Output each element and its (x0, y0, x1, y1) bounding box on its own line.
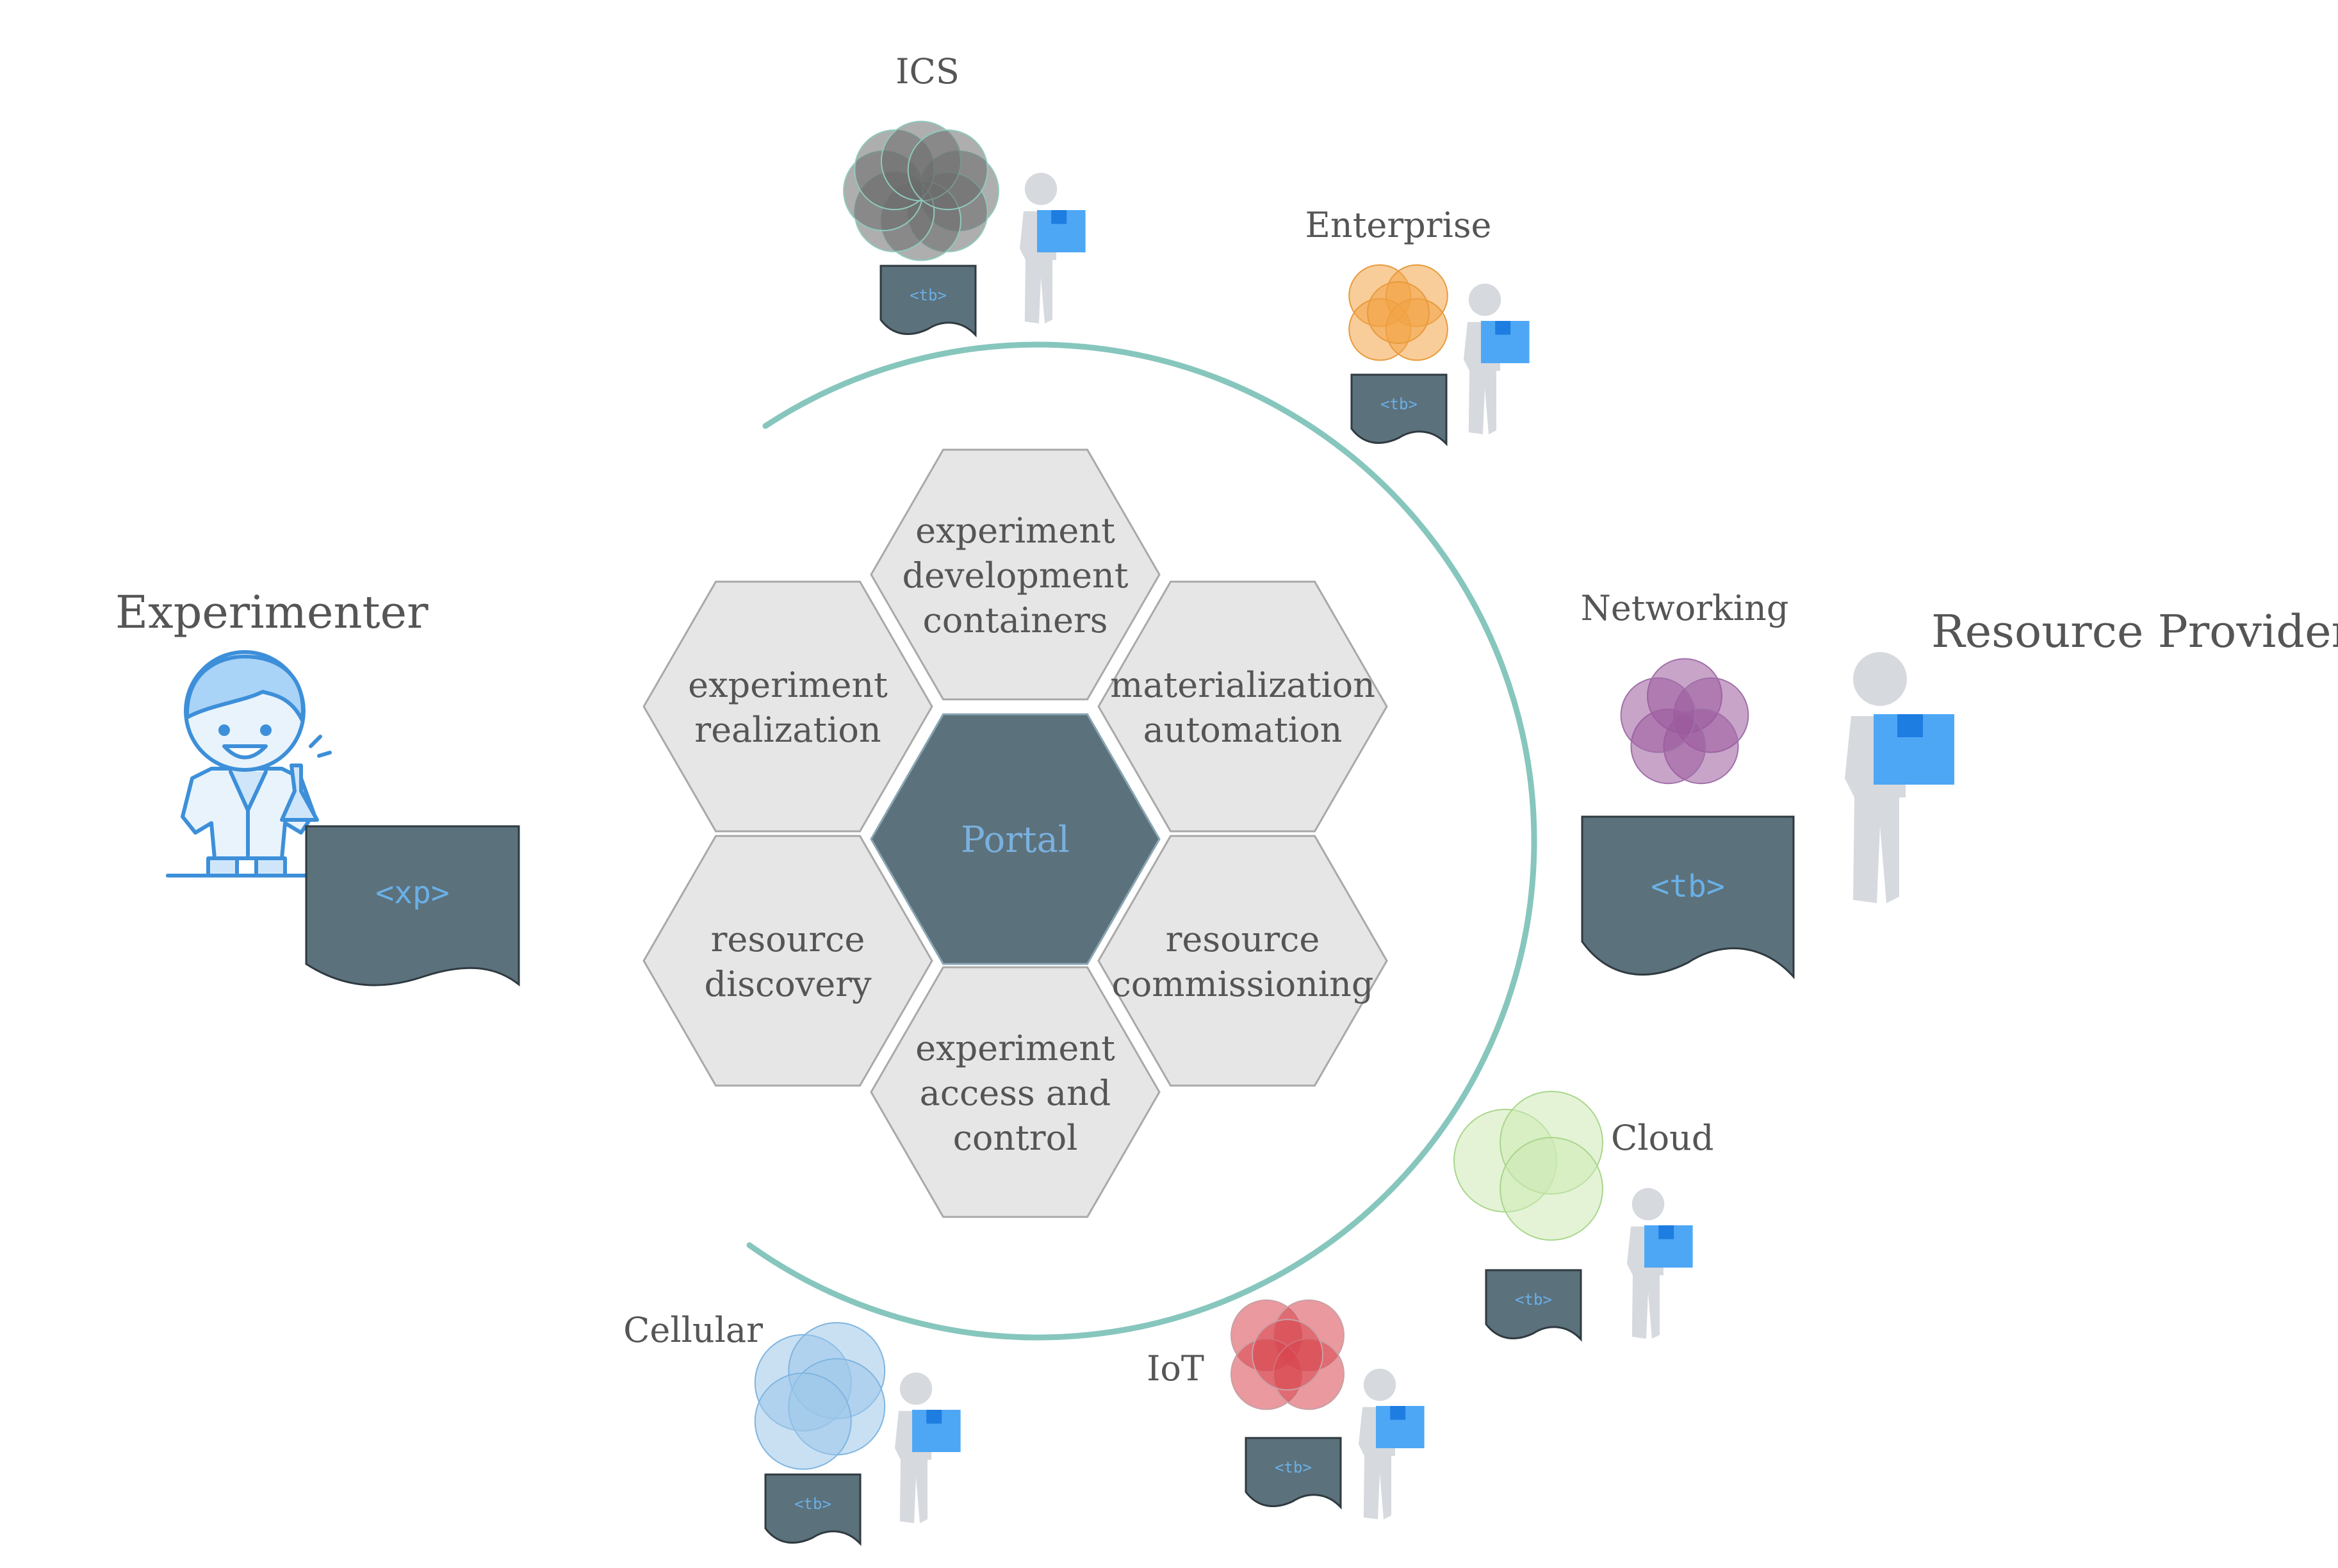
experimenter-label: Experimenter (115, 586, 429, 639)
scientist-icon (166, 650, 335, 878)
cluster-node (1367, 281, 1430, 344)
resource-provider-label: Resource Provider (1931, 605, 2338, 658)
module-label-line: commissioning (1111, 964, 1373, 1004)
testbed-cluster-icon (1620, 658, 1749, 785)
module-experiment-realization: experiment realization (642, 580, 933, 833)
portal-modules: experimentdevelopmentcontainersmateriali… (642, 448, 1388, 1218)
module-label-line: containers (923, 600, 1108, 641)
module-hex (642, 835, 933, 1087)
provider-person-icon (1020, 172, 1086, 323)
module-label-line: resource (711, 919, 865, 960)
experimenter-doc (305, 825, 520, 987)
testbed-label: Cloud (1611, 1118, 1713, 1158)
testbed-cluster-icon (754, 1322, 886, 1470)
module-label-line: experiment (915, 510, 1115, 551)
testbed-cluster-icon (843, 120, 999, 261)
cluster-node (1252, 1319, 1323, 1391)
testbed-label: Enterprise (1305, 205, 1492, 245)
testbed-cloud: Cloud <tb> (1453, 1091, 1713, 1342)
module-hex (1097, 835, 1388, 1087)
testbed-doc-label: <tb> (910, 286, 947, 304)
cluster-node (907, 129, 988, 211)
testbed-cluster-icon (1453, 1091, 1603, 1241)
testbed-ics: ICS <tb> (843, 51, 1086, 338)
testbed-doc (1485, 1269, 1582, 1342)
testbed-doc-label: <tb> (794, 1495, 831, 1513)
module-label-line: experiment (688, 665, 888, 705)
provider-person-icon (1845, 652, 1954, 903)
experimenter-doc-label: <xp> (375, 875, 450, 911)
portal-label: Portal (961, 819, 1070, 861)
testbed-label: Networking (1581, 588, 1789, 628)
module-hex (642, 580, 933, 833)
module-label-line: resource (1166, 919, 1320, 960)
module-hex (870, 448, 1161, 701)
cluster-node (754, 1372, 852, 1470)
module-label-line: realization (694, 710, 881, 750)
provider-person-icon (895, 1372, 961, 1523)
testbed-doc (1350, 373, 1448, 446)
testbed-label: IoT (1147, 1348, 1204, 1389)
module-label-line: materialization (1110, 665, 1375, 705)
module-hex (870, 966, 1161, 1218)
portal-center: Portal (870, 713, 1161, 965)
portal-hex (870, 713, 1161, 965)
resource-provider-group: Resource Provider (1845, 605, 2338, 903)
testbed-doc (764, 1473, 862, 1546)
testbed-label: Cellular (623, 1310, 763, 1350)
testbed-doc-label: <tb> (1515, 1291, 1552, 1309)
testbed-label: ICS (895, 51, 960, 92)
testbeds: ICS<tb>Enterprise<tb>Networking<tb>Cloud… (623, 51, 1795, 1546)
module-materialization-automation: materialization automation (1097, 580, 1388, 833)
module-label-line: access and (920, 1073, 1111, 1113)
testbed-cluster-icon (1230, 1299, 1345, 1410)
testbed-enterprise: Enterprise <tb> (1305, 205, 1530, 446)
provider-person-icon (1464, 283, 1530, 434)
cluster-node (1620, 677, 1696, 753)
experimenter-group: Experimenter <xp> (115, 586, 520, 987)
testbed-doc (1245, 1437, 1342, 1510)
module-label-line: automation (1143, 710, 1343, 750)
module-hex (1097, 580, 1388, 833)
testbed-cellular: Cellular <tb> (623, 1310, 961, 1546)
module-experiment-access-and-control: experiment access and control (870, 966, 1161, 1218)
testbed-doc-label: <tb> (1651, 869, 1725, 904)
module-label-line: discovery (704, 964, 872, 1004)
testbed-iot: IoT <tb> (1147, 1299, 1425, 1519)
testbed-networking: Networking <tb> (1581, 588, 1795, 979)
portal-arc (746, 341, 1537, 1341)
testbed-doc-label: <tb> (1275, 1458, 1312, 1476)
module-label-line: control (953, 1118, 1078, 1158)
provider-person-icon (1359, 1368, 1425, 1519)
cluster-node (1500, 1137, 1603, 1241)
testbed-cluster-icon (1348, 264, 1448, 361)
module-label-line: development (903, 555, 1129, 596)
module-label-line: experiment (915, 1028, 1115, 1068)
testbed-doc (1581, 815, 1795, 979)
testbed-doc-label: <tb> (1380, 395, 1418, 413)
testbed-doc (879, 265, 977, 338)
provider-person-icon (1627, 1188, 1693, 1339)
